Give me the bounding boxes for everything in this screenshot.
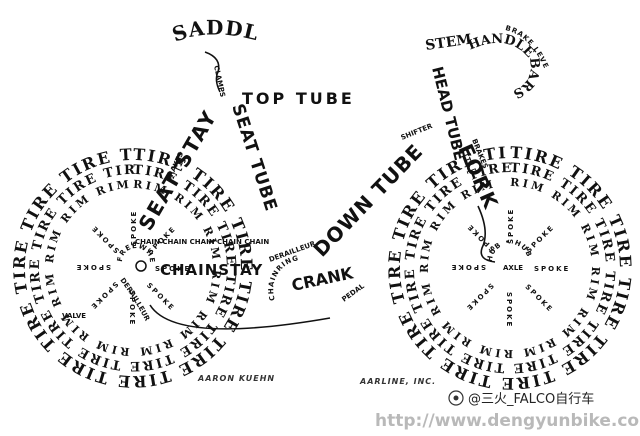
- weibo-icon-dot: [453, 395, 459, 401]
- clamps-label: CLAMPS: [212, 65, 227, 98]
- rear-valve: VALVE: [62, 312, 86, 320]
- front-axle: AXLE: [503, 264, 523, 272]
- chainstay-label: CHAINSTAY: [160, 261, 263, 279]
- shifter-label: SHIFTER: [400, 122, 434, 142]
- rear-cog: [135, 260, 147, 272]
- seat-tube-label: SEAT TUBE: [227, 101, 281, 214]
- rear-spoke: SPOKE: [145, 281, 176, 312]
- pedal-label: PEDAL: [340, 282, 366, 304]
- fork-line: [477, 205, 496, 263]
- front-spoke: SPOKE: [525, 223, 556, 254]
- rear-spoke: SPOKE: [90, 223, 121, 254]
- rear-wheel: TIRE TIRE TIRE TIRE TIRE TIRE TIRE TIRE …: [0, 0, 256, 391]
- front-spoke: SPOKE: [450, 263, 486, 271]
- saddle-label: SADDLE: [0, 0, 262, 47]
- front-spoke: SPOKE: [505, 292, 513, 328]
- front-spoke: SPOKE: [534, 265, 570, 273]
- watermark-handle: @三火_FALCO自行车: [468, 391, 594, 407]
- rear-spoke: SPOKE: [130, 210, 138, 246]
- rear-spoke: SPOKE: [75, 263, 111, 271]
- artist-signature: AARON KUEHN: [197, 374, 275, 383]
- rear-tire-outer-text: TIRE TIRE TIRE TIRE TIRE TIRE TIRE TIRE …: [0, 0, 256, 391]
- crank-label: CRANK: [290, 263, 355, 295]
- rear-spoke: SPOKE: [88, 280, 119, 311]
- studio-signature: AARLINE, INC.: [359, 377, 436, 386]
- front-spoke: SPOKE: [507, 208, 515, 244]
- front-spoke: SPOKE: [464, 281, 495, 312]
- stem-label: STEM: [424, 32, 472, 54]
- top-tube-label: TOP TUBE: [242, 89, 355, 108]
- weibo-icon: [448, 390, 464, 406]
- front-spoke: SPOKE: [523, 283, 554, 314]
- watermark-url: http://www.dengyunbike.com: [375, 411, 640, 431]
- seatpost-line: [204, 51, 221, 93]
- rear-spoke: SPOKE: [128, 290, 136, 326]
- watermark: @三火_FALCO自行车 http://www.dengyunbike.com: [375, 390, 640, 431]
- rear-spoke: SPOKE: [155, 265, 191, 273]
- chain-bottom-line: [149, 304, 331, 330]
